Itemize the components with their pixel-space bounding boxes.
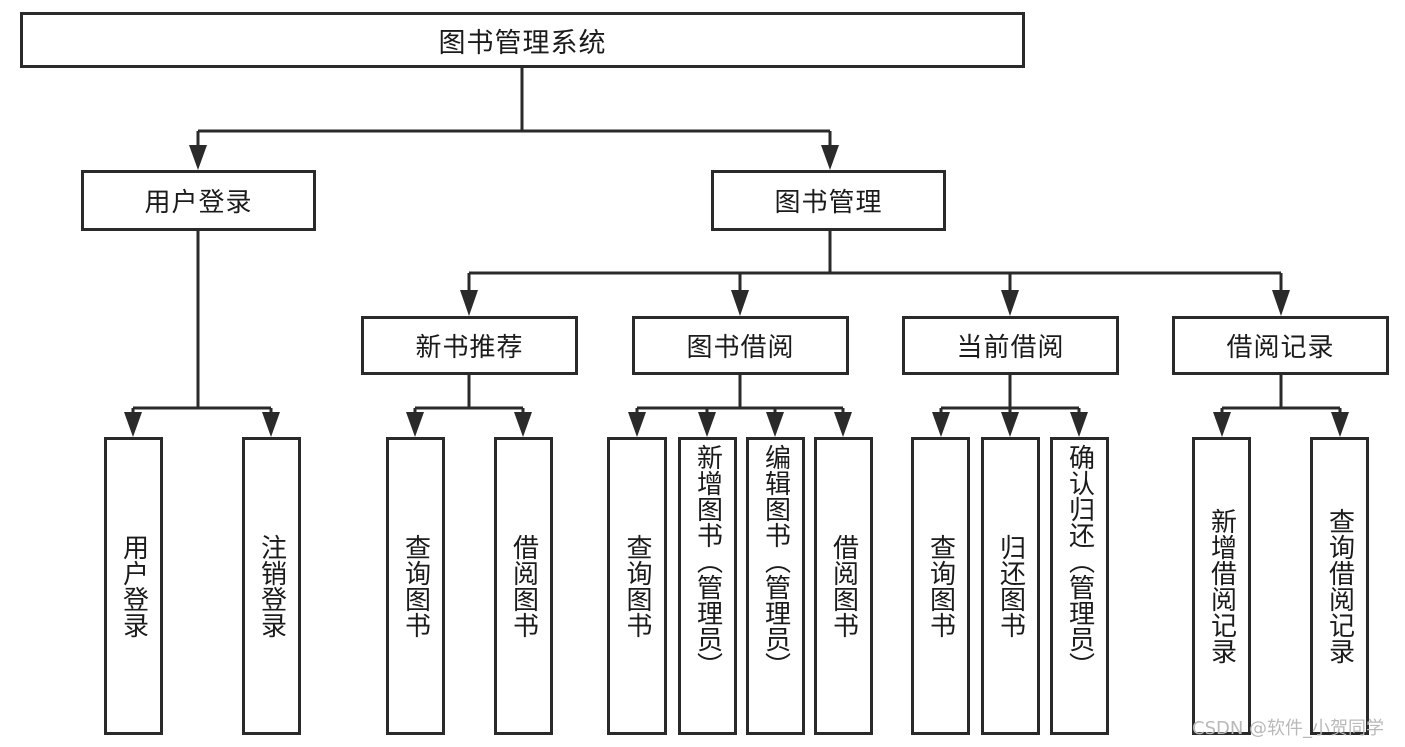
leaf-label: 确认归还（管理员） — [1064, 444, 1095, 678]
connector-currentborrow-to-leaves — [932, 375, 1088, 437]
node-book-manage[interactable]: 图书管理 — [711, 170, 946, 231]
leaf-label: 查询图书 — [925, 534, 956, 638]
connector-bookborrow-to-leaves — [628, 375, 852, 437]
leaf-current-borrow-2[interactable]: 确认归还（管理员） — [1050, 437, 1109, 735]
connector-root-to-level2 — [189, 68, 839, 170]
connector-borrowrecord-to-leaves — [1213, 375, 1349, 437]
leaf-book-borrow-2[interactable]: 编辑图书（管理员） — [746, 437, 805, 735]
leaf-label: 编辑图书（管理员） — [760, 444, 791, 678]
leaf-new-book-recommend-1[interactable]: 借阅图书 — [494, 437, 553, 735]
node-root-label: 图书管理系统 — [438, 27, 607, 59]
node-new-book-recommend-label: 新书推荐 — [415, 333, 524, 363]
leaf-book-borrow-3[interactable]: 借阅图书 — [814, 437, 873, 735]
leaf-label: 用户登录 — [118, 534, 149, 638]
connector-userlogin-to-leaves — [124, 231, 280, 437]
node-root[interactable]: 图书管理系统 — [20, 12, 1025, 68]
leaf-label: 新增借阅记录 — [1206, 508, 1237, 664]
leaf-user-login-1[interactable]: 注销登录 — [242, 437, 301, 735]
leaf-label: 查询图书 — [400, 534, 431, 638]
leaf-label: 借阅图书 — [828, 534, 859, 638]
node-current-borrow[interactable]: 当前借阅 — [902, 316, 1119, 375]
leaf-borrow-record-0[interactable]: 新增借阅记录 — [1192, 437, 1251, 735]
leaf-book-borrow-1[interactable]: 新增图书（管理员） — [678, 437, 737, 735]
node-new-book-recommend[interactable]: 新书推荐 — [361, 316, 578, 375]
node-borrow-record-label: 借阅记录 — [1226, 333, 1335, 363]
leaf-current-borrow-1[interactable]: 归还图书 — [981, 437, 1040, 735]
node-book-borrow[interactable]: 图书借阅 — [632, 316, 849, 375]
leaf-new-book-recommend-0[interactable]: 查询图书 — [386, 437, 445, 735]
leaf-label: 新增图书（管理员） — [692, 444, 723, 678]
node-book-manage-label: 图书管理 — [774, 188, 883, 218]
leaf-user-login-0[interactable]: 用户登录 — [104, 437, 163, 735]
leaf-label: 借阅图书 — [508, 534, 539, 638]
connector-bookmanage-to-level3 — [460, 231, 1290, 316]
node-borrow-record[interactable]: 借阅记录 — [1172, 316, 1389, 375]
connector-newbook-to-leaves — [406, 375, 532, 437]
node-user-login-label: 用户登录 — [144, 188, 253, 218]
leaf-current-borrow-0[interactable]: 查询图书 — [911, 437, 970, 735]
leaf-label: 归还图书 — [995, 534, 1026, 638]
node-book-borrow-label: 图书借阅 — [686, 333, 795, 363]
leaf-book-borrow-0[interactable]: 查询图书 — [607, 437, 667, 735]
node-current-borrow-label: 当前借阅 — [956, 333, 1065, 363]
node-user-login[interactable]: 用户登录 — [81, 170, 316, 231]
leaf-label: 注销登录 — [256, 534, 287, 638]
leaf-label: 查询图书 — [622, 534, 652, 638]
leaf-borrow-record-1[interactable]: 查询借阅记录 — [1310, 437, 1369, 735]
leaf-label: 查询借阅记录 — [1324, 508, 1355, 664]
